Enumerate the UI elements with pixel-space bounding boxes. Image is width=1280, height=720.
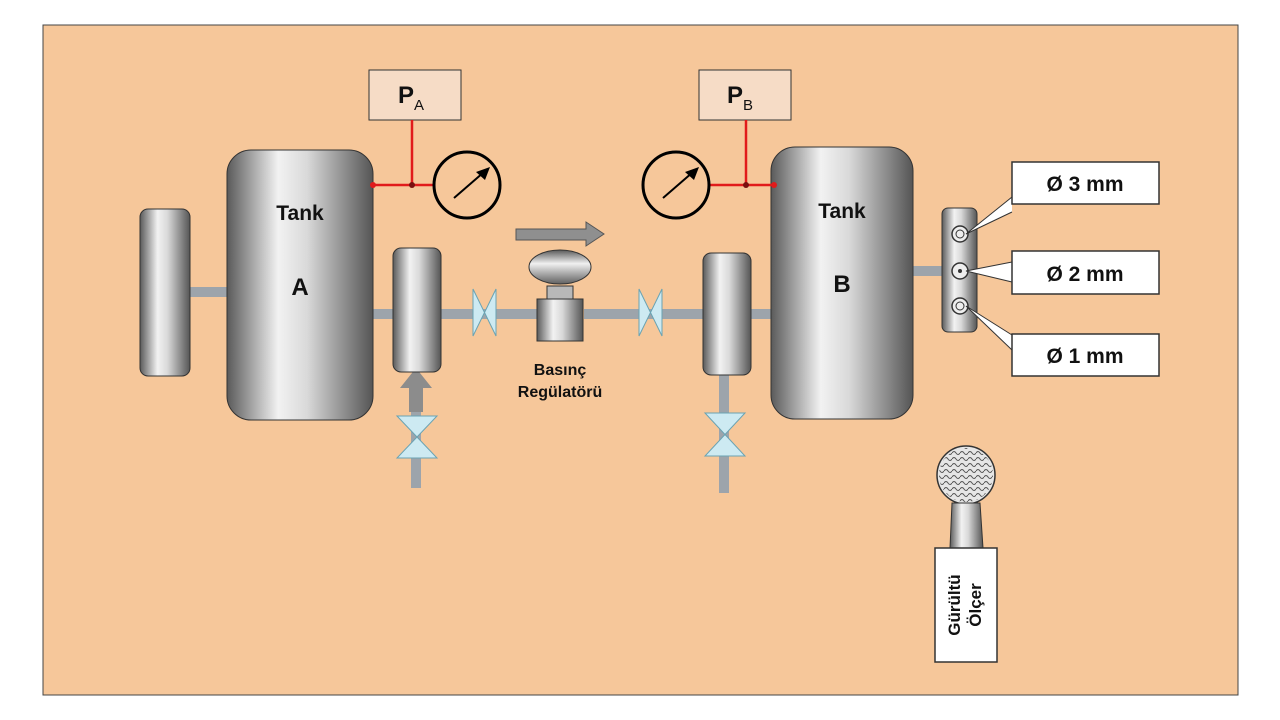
orifice-label-3mm: Ø 3 mm [1046,173,1123,196]
regulator-label-line2: Regülatörü [518,384,602,401]
tank-a-title: Tank [276,202,324,225]
pressure-b-subscript: B [743,97,753,114]
svg-text:PB: PB [727,82,753,114]
tank-b: Tank B [770,146,914,420]
orifice-callout-1mm: Ø 1 mm [965,305,1160,377]
noise-meter-label-line1: Gürültü [945,574,964,635]
pressure-gauge-icon [432,150,502,220]
auxiliary-reservoir-left [139,208,191,377]
tank-b-letter: B [833,271,850,298]
microphone-icon [936,445,996,549]
noise-meter: Gürültü Ölçer [934,445,998,663]
pressure-b-symbol: P [727,82,743,109]
flow-arrow-icon [515,221,605,247]
pressure-a-subscript: A [414,97,424,114]
inlet-arrow-icon [400,368,432,412]
pressure-gauge-icon [641,150,711,220]
pressure-sensor-b: PB [698,69,792,121]
orifice-label-1mm: Ø 1 mm [1046,345,1123,368]
orifice-block [941,207,978,333]
tank-a: Tank A [226,149,374,421]
pressure-regulator [528,249,592,342]
regulator-label-line1: Basınç [534,362,587,379]
orifice-label-2mm: Ø 2 mm [1046,263,1123,286]
pressure-a-symbol: P [398,82,414,109]
signal-line-b [709,120,774,187]
orifice-callout-2mm: Ø 2 mm [965,250,1160,295]
buffer-cylinder-a [392,247,442,373]
pressure-sensor-a: PA [368,69,462,121]
tank-a-letter: A [291,274,308,301]
gate-valve-icon [395,415,439,459]
tank-b-title: Tank [818,200,866,223]
orifice-callout-3mm: Ø 3 mm [965,161,1160,235]
noise-meter-label-line2: Ölçer [966,583,985,627]
gate-valve-icon [703,412,747,457]
buffer-cylinder-b [702,252,752,376]
gate-valve-icon [638,288,663,337]
svg-text:PA: PA [398,82,424,114]
signal-line-a [373,120,435,187]
gate-valve-icon [472,288,497,337]
